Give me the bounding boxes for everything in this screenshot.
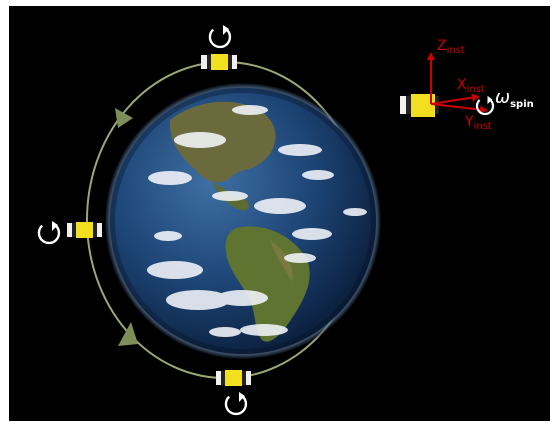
x-axis-label: Xinst <box>457 77 485 95</box>
satellite-body <box>411 94 435 117</box>
x-axis-arrow <box>430 93 480 105</box>
satellite-body <box>225 370 242 386</box>
orbit-direction-arrow-lower <box>118 322 138 346</box>
spin-arrow-icon <box>224 392 248 416</box>
satellite-body <box>76 222 93 238</box>
spin-arrow-icon <box>475 96 495 116</box>
spin-arrow-icon <box>37 221 61 245</box>
orbit-direction-arrow-upper <box>115 108 133 128</box>
earth-globe <box>105 83 381 359</box>
satellite-panel-right <box>232 55 237 69</box>
satellite-top <box>201 54 237 70</box>
satellite-left <box>67 222 102 238</box>
y-axis-label: Yinst <box>464 114 492 132</box>
spin-arrow-icon <box>208 25 232 49</box>
y-axis-arrow <box>430 103 488 114</box>
satellite-inset <box>400 94 439 117</box>
z-axis-label: Zinst <box>437 38 465 56</box>
satellite-bottom <box>216 370 251 386</box>
satellite-panel-left <box>201 55 207 69</box>
spin-rate-label: ωspin <box>495 87 534 110</box>
instrument-frame: Zinst Xinst Yinst <box>427 38 492 132</box>
satellite-body <box>211 54 228 70</box>
